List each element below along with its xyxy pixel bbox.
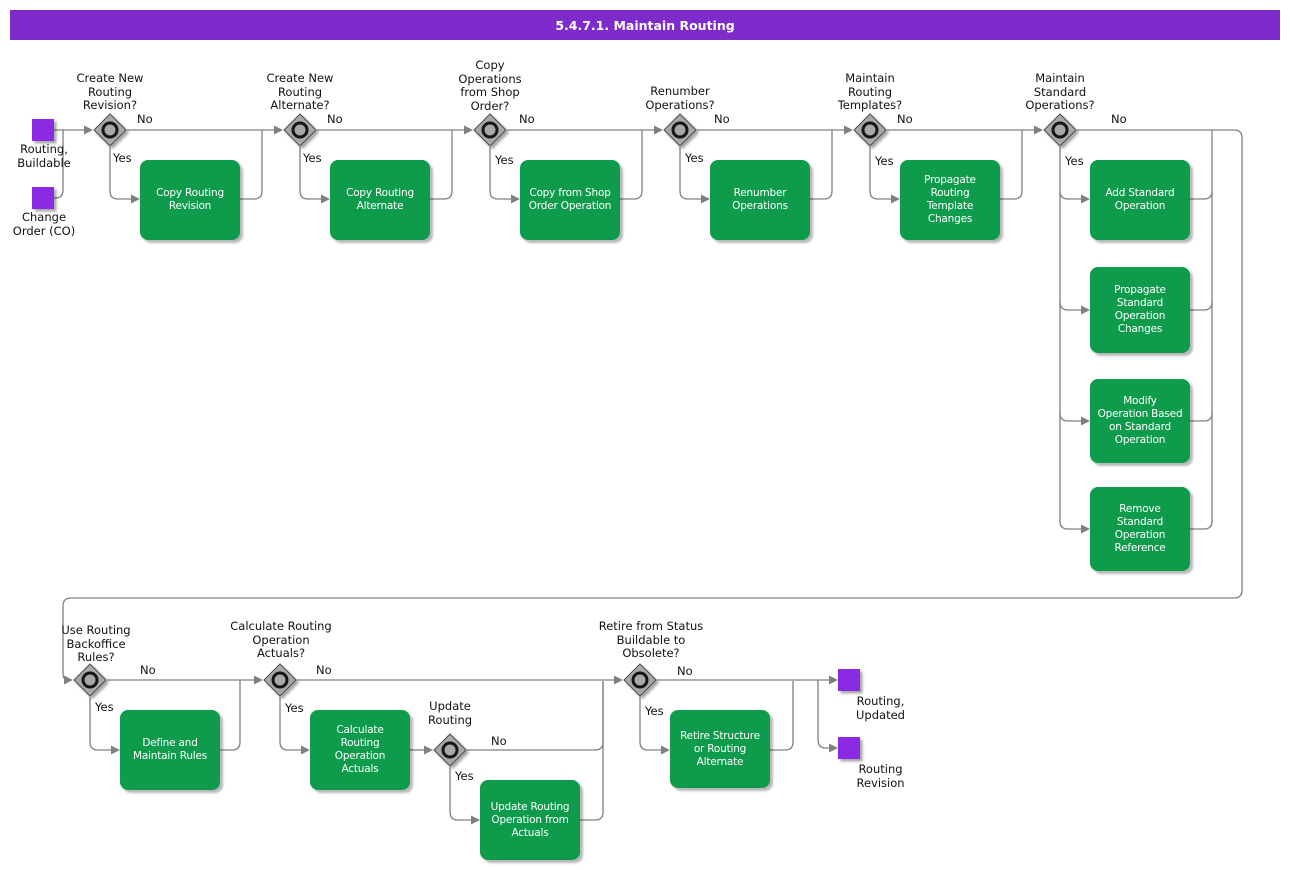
end-event-routing-revision: [838, 737, 860, 759]
activity-update-from-actuals[interactable]: Update Routing Operation from Actuals: [480, 780, 580, 860]
end-event-label-routing-revision: Routing Revision: [856, 762, 905, 790]
branch-yes-label: Yes: [645, 704, 664, 718]
branch-no-label: No: [491, 734, 507, 748]
activity-copy-routing-alternate[interactable]: Copy Routing Alternate: [330, 160, 430, 240]
decision-label-retire-from-status: Retire from Status Buildable to Obsolete…: [598, 619, 704, 660]
activity-propagate-routing-template[interactable]: Propagate Routing Template Changes: [900, 160, 1000, 240]
decision-label-copy-operations-shop-order: Copy Operations from Shop Order?: [458, 58, 522, 113]
branch-no-label: No: [316, 663, 332, 677]
decision-label-maintain-routing-templates: Maintain Routing Templates?: [837, 71, 903, 112]
branch-yes-label: Yes: [685, 151, 704, 165]
branch-yes-label: Yes: [303, 151, 322, 165]
decision-retire-from-status: [623, 663, 657, 697]
flow-connectors: [54, 129, 1243, 821]
branch-yes-label: Yes: [95, 700, 114, 714]
end-event-routing-updated: [838, 669, 860, 691]
branch-no-label: No: [677, 664, 693, 678]
decision-maintain-standard-operations: [1043, 113, 1077, 147]
branch-no-label: No: [897, 112, 913, 126]
decision-maintain-routing-templates: [853, 113, 887, 147]
activity-calculate-actuals[interactable]: Calculate Routing Operation Actuals: [310, 710, 410, 790]
activity-renumber-operations[interactable]: Renumber Operations: [710, 160, 810, 240]
branch-no-label: No: [519, 112, 535, 126]
decision-nodes: [73, 113, 1077, 767]
end-event-label-routing-updated: Routing, Updated: [856, 694, 905, 722]
branch-yes-label: Yes: [113, 151, 132, 165]
start-event-label-change-order: Change Order (CO): [12, 210, 76, 238]
activity-remove-standard-reference[interactable]: Remove Standard Operation Reference: [1090, 487, 1190, 571]
activity-copy-routing-revision[interactable]: Copy Routing Revision: [140, 160, 240, 240]
branch-no-label: No: [140, 663, 156, 677]
decision-renumber-operations: [663, 113, 697, 147]
decision-label-calculate-actuals: Calculate Routing Operation Actuals?: [230, 619, 332, 660]
branch-yes-label: Yes: [495, 153, 514, 167]
branch-yes-label: Yes: [875, 154, 894, 168]
decision-copy-operations-from-shop-order: [473, 113, 507, 147]
branch-yes-label: Yes: [1065, 154, 1084, 168]
decision-label-update-routing: Update Routing: [427, 699, 473, 727]
decision-label-renumber-operations: Renumber Operations?: [645, 84, 715, 112]
diagram-title: 5.4.7.1. Maintain Routing: [10, 10, 1280, 40]
start-event-label-routing-buildable: Routing, Buildable: [17, 142, 71, 170]
activity-add-standard-operation[interactable]: Add Standard Operation: [1090, 160, 1190, 240]
decision-label-create-new-routing-alternate: Create New Routing Alternate?: [266, 71, 334, 112]
decision-use-routing-backoffice-rules: [73, 663, 107, 697]
activity-retire-structure[interactable]: Retire Structure or Routing Alternate: [670, 710, 770, 788]
decision-label-use-routing-backoffice: Use Routing Backoffice Rules?: [61, 623, 131, 664]
event-nodes: [32, 119, 860, 759]
decision-create-new-routing-revision: [93, 113, 127, 147]
decision-calculate-routing-operation-actuals: [263, 663, 297, 697]
branch-yes-label: Yes: [285, 701, 304, 715]
start-event-routing-buildable: [32, 119, 54, 141]
branch-yes-label: Yes: [455, 769, 474, 783]
flow-arrowheads: [64, 125, 1090, 825]
decision-label-create-new-routing-revision: Create New Routing Revision?: [76, 71, 144, 112]
activity-copy-from-shop-order[interactable]: Copy from Shop Order Operation: [520, 160, 620, 240]
branch-no-label: No: [1111, 112, 1127, 126]
activity-modify-operation-based[interactable]: Modify Operation Based on Standard Opera…: [1090, 379, 1190, 463]
decision-update-routing: [433, 733, 467, 767]
branch-no-label: No: [327, 112, 343, 126]
branch-no-label: No: [137, 112, 153, 126]
activity-define-maintain-rules[interactable]: Define and Maintain Rules: [120, 710, 220, 790]
decision-create-new-routing-alternate: [283, 113, 317, 147]
activity-propagate-standard-changes[interactable]: Propagate Standard Operation Changes: [1090, 267, 1190, 353]
branch-no-label: No: [714, 112, 730, 126]
start-event-change-order: [32, 187, 54, 209]
decision-label-maintain-standard-operations: Maintain Standard Operations?: [1025, 71, 1095, 112]
